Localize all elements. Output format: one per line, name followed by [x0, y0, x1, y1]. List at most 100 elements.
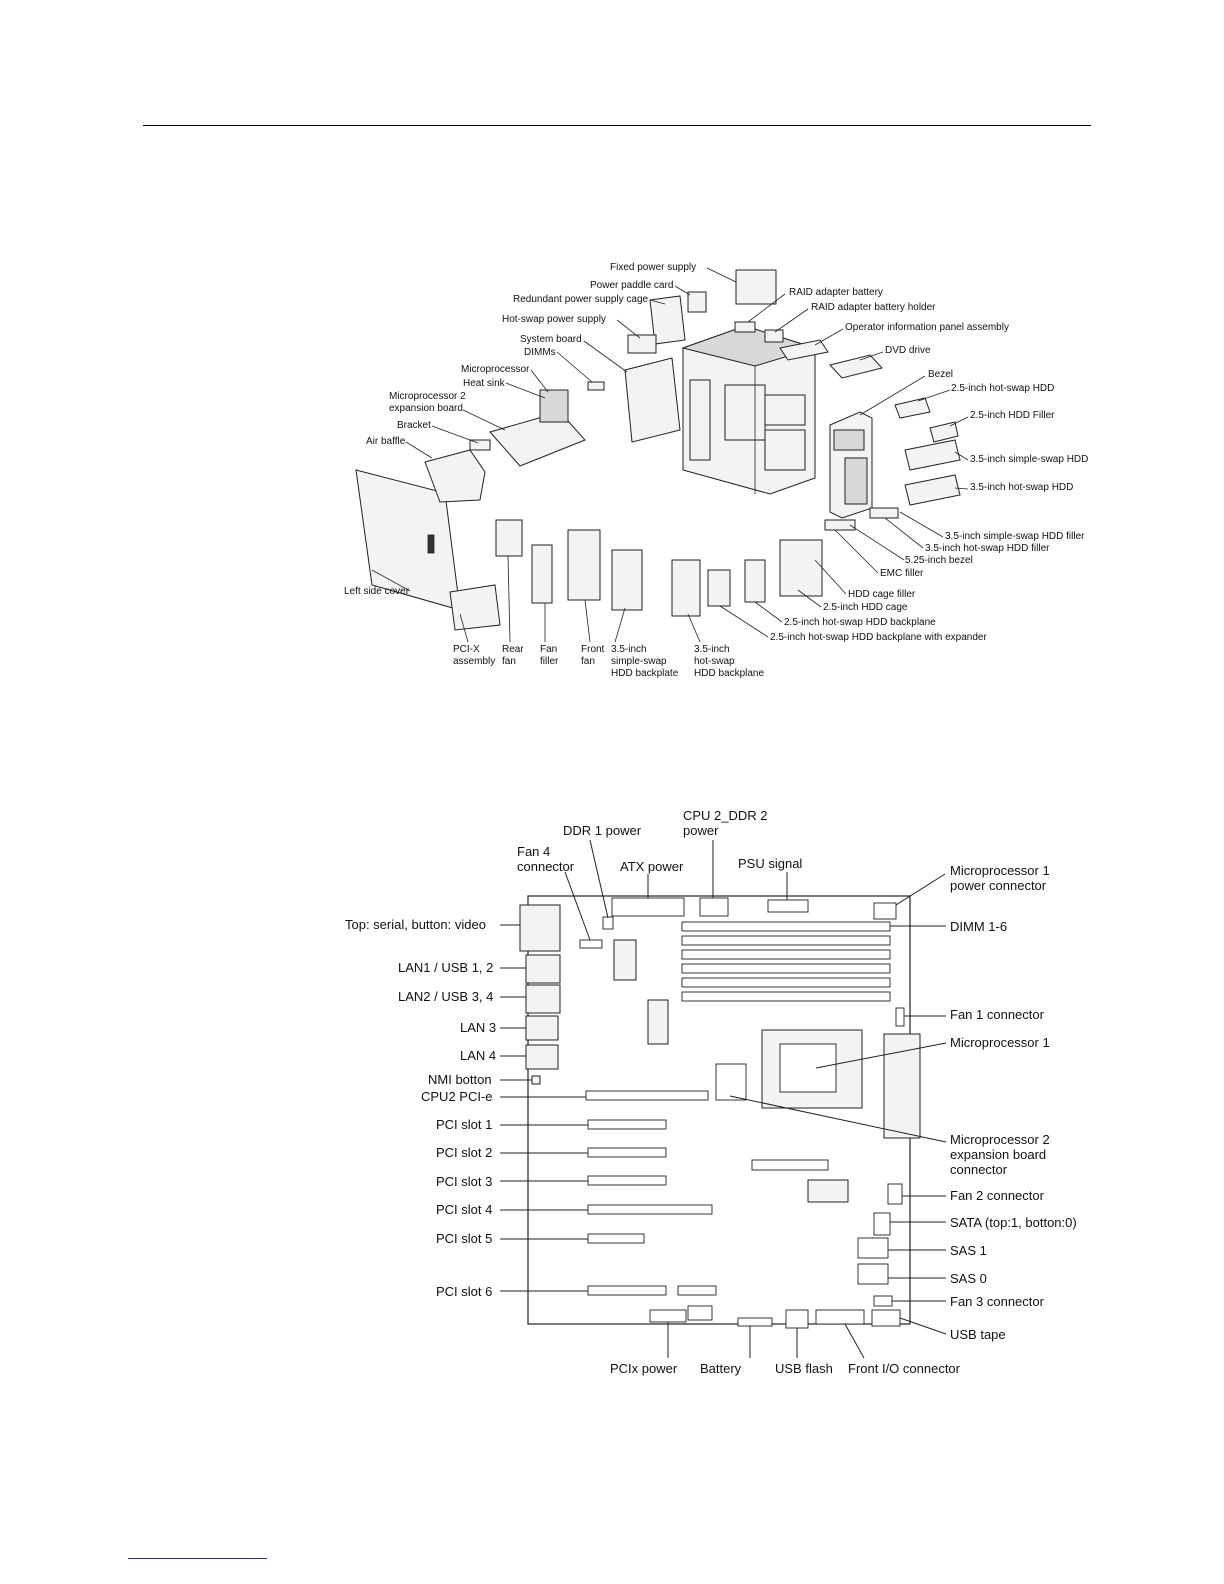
- pci-slot-1-part: [587, 1119, 667, 1130]
- serial-video-connector: [519, 904, 561, 952]
- board-components: [519, 897, 921, 1329]
- board-labels: DDR 1 power CPU 2_DDR 2 power Fan 4 conn…: [345, 808, 1077, 1376]
- fan2-connector-part: [887, 1183, 903, 1205]
- raid-battery-drawing: [734, 321, 756, 333]
- pci-slot-5-part: [587, 1233, 645, 1244]
- cpu-socket-frame: [761, 1029, 863, 1109]
- label-pci-slot-1: PCI slot 1: [436, 1117, 492, 1132]
- hdd-cage-drawing: [779, 539, 823, 597]
- label-35-hot-swap-hdd: 3.5-inch hot-swap HDD: [970, 482, 1073, 493]
- dvd-drive-drawing: [829, 354, 883, 379]
- label-fan4: Fan 4: [517, 844, 550, 859]
- label-mp1-power: Microprocessor 1: [950, 863, 1050, 878]
- label-25-hdd-cage: 2.5-inch HDD cage: [823, 602, 908, 613]
- label-cpu2-pcie: CPU2 PCI-e: [421, 1089, 493, 1104]
- lan-usb-12-connector: [525, 954, 561, 984]
- board-outline: [527, 895, 911, 1325]
- fan3-connector-part: [873, 1295, 893, 1307]
- cpu2-pcie-slot: [585, 1090, 709, 1101]
- label-525-bezel: 5.25-inch bezel: [905, 555, 973, 566]
- label-35-simple-swap-hdd: 3.5-inch simple-swap HDD: [970, 454, 1088, 465]
- chassis-drawing: [681, 325, 817, 495]
- label-hdd-cage-filler: HDD cage filler: [848, 589, 916, 600]
- label-filler: filler: [540, 656, 559, 667]
- rear-fan-drawing: [495, 519, 523, 557]
- pci-slot-6b-part: [677, 1285, 717, 1296]
- right-bracket: [883, 1033, 921, 1139]
- hdd-backplane-25-drawing: [744, 559, 766, 603]
- ddr1-power-connector: [602, 916, 614, 930]
- label-dimm-1-6: DIMM 1-6: [950, 919, 1007, 934]
- mid-connector: [751, 1159, 829, 1171]
- label-microprocessor-2: Microprocessor 2: [389, 391, 466, 402]
- label-35-hot-3: HDD backplane: [694, 668, 764, 679]
- label-25-hot-swap-hdd: 2.5-inch hot-swap HDD: [951, 383, 1054, 394]
- label-25-hot-swap-backplane-expander: 2.5-inch hot-swap HDD backplane with exp…: [770, 632, 987, 643]
- label-front-io-connector: Front I/O connector: [848, 1361, 961, 1376]
- mid-clip: [807, 1179, 849, 1203]
- chipset-heatsink: [613, 939, 637, 981]
- label-35-simple-1: 3.5-inch: [611, 644, 647, 655]
- label-redundant-power-supply-cage: Redundant power supply cage: [513, 294, 649, 305]
- label-expansion-board: expansion board: [389, 403, 463, 414]
- label-35-simple-3: HDD backplate: [611, 668, 679, 679]
- label-front-fan: fan: [581, 656, 595, 667]
- pci-slot-3-part: [587, 1175, 667, 1186]
- label-35-hot-1: 3.5-inch: [694, 644, 730, 655]
- label-battery: Battery: [700, 1361, 742, 1376]
- label-lan1-usb12: LAN1 / USB 1, 2: [398, 960, 493, 975]
- dimms-drawing: [587, 381, 605, 391]
- label-35-hot-2: hot-swap: [694, 656, 735, 667]
- label-pci-slot-5: PCI slot 5: [436, 1231, 492, 1246]
- label-front: Front: [581, 644, 605, 655]
- label-mp2-expansion-board: expansion board: [950, 1147, 1046, 1162]
- label-rear: Rear: [502, 644, 524, 655]
- label-air-baffle: Air baffle: [366, 436, 406, 447]
- label-lan3: LAN 3: [460, 1020, 496, 1035]
- emc-filler-drawing: [824, 519, 856, 531]
- label-power-paddle-card: Power paddle card: [590, 280, 673, 291]
- backplate-35-simple-drawing: [611, 549, 643, 611]
- exploded-leader-lines: [371, 267, 969, 643]
- label-sas1: SAS 1: [950, 1243, 987, 1258]
- sas0-connector-part: [857, 1263, 889, 1285]
- label-mp2: Microprocessor 2: [950, 1132, 1050, 1147]
- chipset-clip: [647, 999, 669, 1045]
- pci-slot-6-part: [587, 1285, 667, 1296]
- label-lan4: LAN 4: [460, 1048, 496, 1063]
- label-dimms: DIMMs: [524, 347, 556, 358]
- nmi-button: [531, 1075, 541, 1085]
- dimm-slots: [681, 921, 891, 1002]
- label-bracket: Bracket: [397, 420, 431, 431]
- power-paddle-card-drawing: [687, 291, 707, 313]
- label-hot-swap-power-supply: Hot-swap power supply: [502, 314, 606, 325]
- label-dvd-drive: DVD drive: [885, 345, 931, 356]
- microprocessor-2-board-drawing: [489, 411, 586, 467]
- label-35-simple-swap-hdd-filler: 3.5-inch simple-swap HDD filler: [945, 531, 1085, 542]
- bezel-drawing: [829, 411, 873, 519]
- pci-slot-4-part: [587, 1204, 713, 1215]
- battery-part: [737, 1317, 773, 1327]
- label-25-hot-swap-hdd-backplane: 2.5-inch hot-swap HDD backplane: [784, 617, 936, 628]
- front-fan-drawing: [567, 529, 601, 601]
- psu-signal-connector: [767, 899, 809, 913]
- label-pci-slot-4: PCI slot 4: [436, 1202, 492, 1217]
- label-raid-adapter-battery-holder: RAID adapter battery holder: [811, 302, 936, 313]
- label-atx-power: ATX power: [620, 859, 684, 874]
- label-left-side-cover: Left side cover: [344, 586, 410, 597]
- heat-sink-drawing: [539, 389, 569, 423]
- label-fan2-connector: Fan 2 connector: [950, 1188, 1045, 1203]
- label-emc-filler: EMC filler: [880, 568, 924, 579]
- label-psu-signal: PSU signal: [738, 856, 802, 871]
- hdd-35-fillers-drawing: [869, 507, 899, 519]
- label-fan: Fan: [540, 644, 557, 655]
- label-nmi-botton: NMI botton: [428, 1072, 492, 1087]
- system-board-drawing: [624, 357, 681, 443]
- fan4-connector-part: [579, 939, 603, 949]
- pci-slot-2-part: [587, 1147, 667, 1158]
- system-board-diagram: DDR 1 power CPU 2_DDR 2 power Fan 4 conn…: [345, 808, 1077, 1376]
- microprocessor-1-socket: [779, 1043, 837, 1093]
- label-microprocessor-1: Microprocessor 1: [950, 1035, 1050, 1050]
- fixed-power-supply-drawing: [735, 269, 777, 305]
- label-pci-slot-6: PCI slot 6: [436, 1284, 492, 1299]
